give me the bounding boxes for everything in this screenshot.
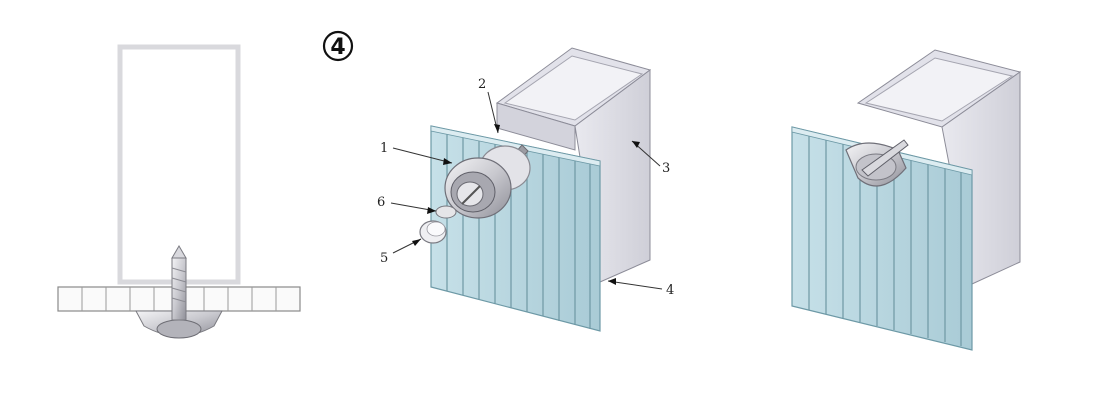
assembled-view <box>791 49 1022 351</box>
sealing-ring <box>435 205 457 219</box>
screw-icon <box>171 245 187 321</box>
washer-cap <box>156 319 202 339</box>
profile-outline <box>117 44 241 285</box>
exploded-assembly-view: 1 2 3 4 5 6 <box>377 47 674 332</box>
callout-6: 6 <box>377 195 385 210</box>
step-number: 4 <box>330 35 345 60</box>
thermo-washer <box>444 145 531 219</box>
callout-1: 1 <box>380 141 388 156</box>
step-number-badge: 4 <box>322 30 354 62</box>
callout-5: 5 <box>380 251 388 266</box>
cross-section-diagram <box>57 44 301 339</box>
support-profile <box>856 49 1022 285</box>
callout-arrowheads <box>412 124 640 285</box>
callout-4: 4 <box>666 283 674 298</box>
callout-2: 2 <box>478 77 486 92</box>
screw-cap <box>419 220 447 244</box>
installed-fastener <box>845 139 909 187</box>
callout-3: 3 <box>662 161 670 176</box>
